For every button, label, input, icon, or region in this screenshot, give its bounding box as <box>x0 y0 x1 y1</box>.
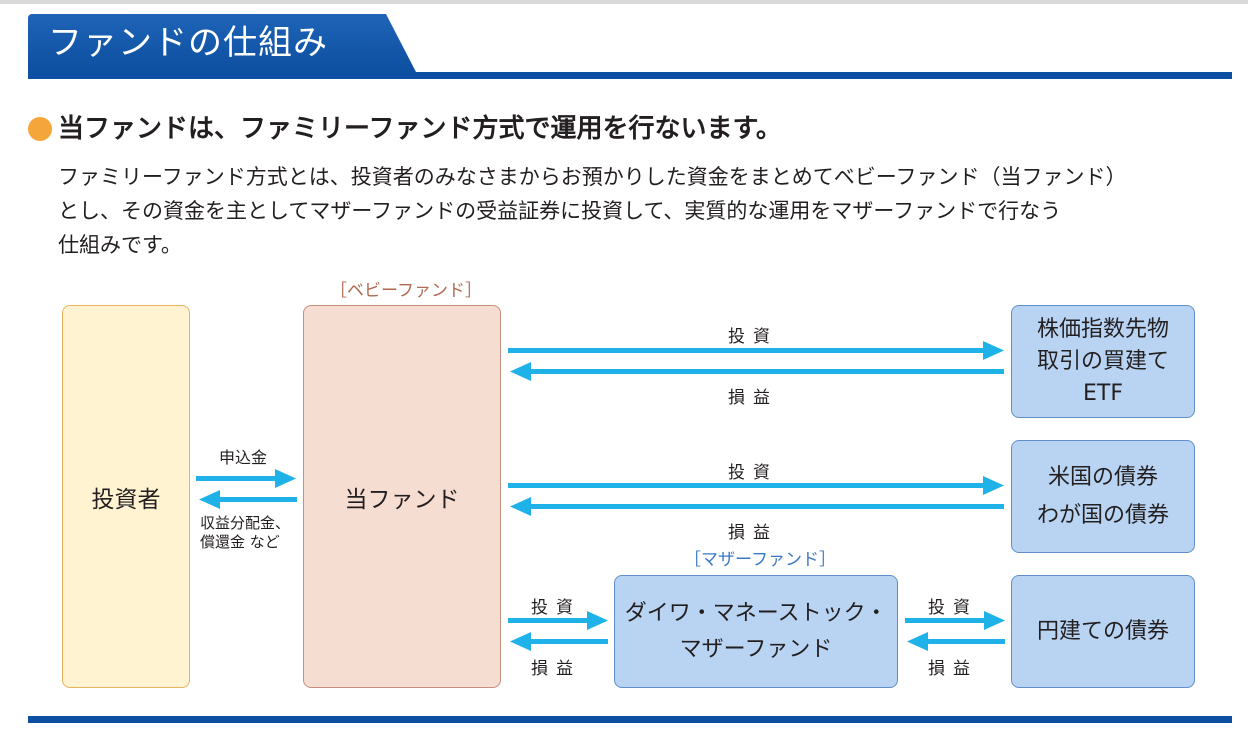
section-title: ファンドの仕組み <box>48 23 328 63</box>
futures-etf-box: 株価指数先物 取引の買建て ETF <box>1011 305 1195 418</box>
section-title-tab <box>28 14 416 72</box>
arrow-left <box>510 632 531 651</box>
arrow-right <box>983 476 1004 495</box>
futures-line: ETF <box>1082 380 1123 406</box>
yen-bonds-box: 円建ての債券 <box>1011 575 1195 688</box>
arrow-right <box>905 618 987 623</box>
arrow-right <box>983 341 1004 360</box>
mother-fund-tag: ［マザーファンド］ <box>684 550 836 570</box>
baby-fund-label: 当ファンド <box>344 486 460 513</box>
arrow-left <box>528 639 608 644</box>
description: ファミリーファンド方式とは、投資者のみなさまからお預かりした資金をまとめてベビー… <box>58 160 1236 262</box>
arrow-right <box>508 348 986 353</box>
arrow-left <box>217 497 297 502</box>
mother-fund-box: ダイワ・マネーストック・ マザーファンド <box>614 575 898 688</box>
arrow-left <box>510 497 531 516</box>
arrow-left <box>907 632 928 651</box>
description-line: ファミリーファンド方式とは、投資者のみなさまからお預かりした資金をまとめてベビー… <box>58 165 1127 189</box>
investor-label: 投資者 <box>91 486 161 513</box>
mother-fund-line: ダイワ・マネーストック・ <box>624 600 888 626</box>
arrow-left <box>925 639 1005 644</box>
arrow-right <box>587 611 608 630</box>
gain-loss-label: 損益 <box>728 388 778 408</box>
bonds-line: わが国の債券 <box>1036 502 1169 528</box>
bottom-rule <box>28 716 1232 723</box>
arrow-left <box>528 369 1004 374</box>
futures-line: 株価指数先物 <box>1036 316 1169 342</box>
arrow-left <box>510 362 531 381</box>
futures-line: 取引の買建て <box>1036 348 1169 374</box>
arrow-left <box>199 490 220 509</box>
invest-label: 投資 <box>928 598 978 618</box>
returns-label: 収益分配金、 償還金 など <box>200 514 290 552</box>
mother-fund-line: マザーファンド <box>679 636 833 662</box>
invest-label: 投資 <box>728 327 778 347</box>
description-line: 仕組みです。 <box>58 233 182 257</box>
invest-label: 投資 <box>531 598 581 618</box>
gain-loss-label: 損益 <box>928 659 978 679</box>
bullet-dot-icon <box>28 117 52 141</box>
gain-loss-label: 損益 <box>531 659 581 679</box>
foreign-bonds-box: 米国の債券 わが国の債券 <box>1011 440 1195 553</box>
investor-box: 投資者 <box>62 305 190 688</box>
gain-loss-label: 損益 <box>728 523 778 543</box>
subscription-label: 申込金 <box>219 448 268 467</box>
arrow-right <box>508 618 590 623</box>
top-border <box>0 0 1248 4</box>
bonds-line: 米国の債券 <box>1047 464 1158 490</box>
invest-label: 投資 <box>728 463 778 483</box>
arrow-right <box>196 476 278 481</box>
arrow-right <box>275 469 296 488</box>
arrow-right <box>508 483 986 488</box>
baby-fund-tag: ［ベビーファンド］ <box>330 281 482 301</box>
arrow-right <box>984 611 1005 630</box>
returns-line: 償還金 など <box>200 533 280 551</box>
lead-heading: 当ファンドは、ファミリーファンド方式で運用を行ないます。 <box>58 114 782 144</box>
arrow-left <box>528 504 1004 509</box>
description-line: とし、その資金を主としてマザーファンドの受益証券に投資して、実質的な運用をマザー… <box>58 199 1062 223</box>
baby-fund-box: 当ファンド <box>303 305 501 688</box>
yen-bonds-label: 円建ての債券 <box>1036 618 1169 644</box>
returns-line: 収益分配金、 <box>200 514 291 532</box>
title-underline <box>28 72 1232 79</box>
